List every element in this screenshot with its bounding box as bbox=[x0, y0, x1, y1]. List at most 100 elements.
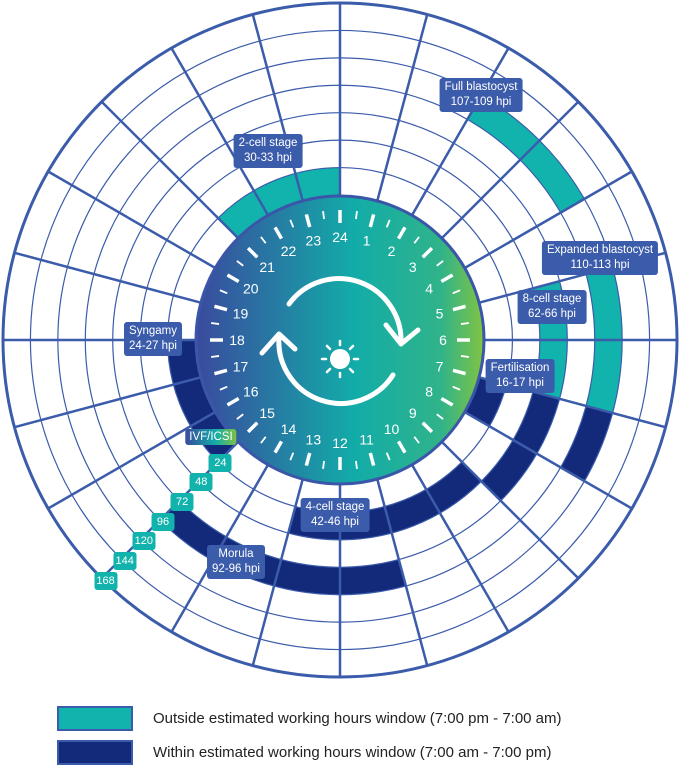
hour-spoke bbox=[464, 411, 633, 510]
legend-swatch-outside bbox=[57, 706, 133, 731]
half-hour-tick bbox=[436, 260, 444, 267]
half-hour-tick bbox=[322, 210, 325, 220]
half-hour-tick bbox=[289, 452, 295, 461]
half-hour-tick bbox=[260, 236, 267, 244]
half-hour-tick bbox=[413, 436, 420, 444]
legend-item-outside: Outside estimated working hours window (… bbox=[57, 706, 562, 731]
hour-spoke bbox=[441, 441, 580, 580]
clock-number: 16 bbox=[243, 384, 259, 400]
clock-number: 13 bbox=[306, 431, 322, 447]
half-hour-tick bbox=[289, 219, 295, 228]
legend-swatch-within bbox=[57, 740, 133, 765]
clock-number: 17 bbox=[233, 359, 249, 375]
half-hour-tick bbox=[436, 413, 444, 420]
event-band-8-cell-stage bbox=[481, 391, 560, 501]
clock-number: 18 bbox=[229, 332, 245, 348]
clock-number: 5 bbox=[436, 305, 444, 321]
clock-number: 14 bbox=[281, 421, 297, 437]
half-hour-tick bbox=[219, 385, 228, 391]
half-hour-tick bbox=[452, 385, 461, 391]
hour-spoke bbox=[14, 251, 201, 304]
clock-number: 20 bbox=[243, 281, 259, 297]
hour-spoke bbox=[464, 170, 633, 269]
clock-number: 22 bbox=[281, 243, 297, 259]
clock-number: 2 bbox=[388, 243, 396, 259]
hour-spoke bbox=[251, 14, 304, 201]
ring-label-96: 96 bbox=[151, 512, 175, 531]
hour-tick bbox=[273, 226, 284, 240]
clock-number: 21 bbox=[259, 259, 275, 275]
half-hour-tick bbox=[260, 436, 267, 444]
hour-tick bbox=[213, 304, 228, 312]
event-band-expanded-blastocyst bbox=[560, 405, 613, 482]
half-hour-tick bbox=[236, 413, 244, 420]
clock-number: 11 bbox=[359, 431, 374, 447]
hour-tick bbox=[304, 452, 312, 467]
half-hour-tick bbox=[460, 355, 470, 358]
clock-number: 7 bbox=[436, 359, 444, 375]
hour-spoke bbox=[14, 376, 201, 429]
hour-tick bbox=[421, 246, 434, 259]
hour-tick bbox=[368, 452, 376, 467]
clock-number: 8 bbox=[425, 384, 433, 400]
clock-number: 4 bbox=[425, 281, 433, 297]
clock-number: 6 bbox=[439, 332, 447, 348]
half-hour-tick bbox=[355, 210, 358, 220]
half-hour-tick bbox=[219, 289, 228, 295]
half-hour-tick bbox=[413, 236, 420, 244]
clock-number: 24 bbox=[332, 229, 348, 245]
hour-tick bbox=[396, 440, 407, 454]
ring-label-48: 48 bbox=[189, 473, 213, 492]
hour-tick bbox=[213, 368, 228, 376]
event-band-2-cell-stage bbox=[218, 167, 340, 238]
clock-number: 12 bbox=[332, 435, 348, 451]
hour-spoke bbox=[251, 479, 304, 666]
half-hour-tick bbox=[460, 322, 470, 325]
hour-spoke bbox=[441, 100, 580, 239]
hour-tick bbox=[226, 273, 240, 284]
half-hour-tick bbox=[385, 219, 391, 228]
ring-label-144: 144 bbox=[113, 552, 137, 571]
legend-label-within: Within estimated working hours window (7… bbox=[153, 744, 552, 761]
day-night-cycle-icon bbox=[259, 276, 421, 406]
half-hour-tick bbox=[385, 452, 391, 461]
clock-number: 10 bbox=[384, 421, 400, 437]
ivf-icsi-label: IVF/ICSI bbox=[185, 429, 237, 445]
clock-number: 19 bbox=[233, 305, 249, 321]
hour-spoke bbox=[100, 100, 239, 239]
hour-tick bbox=[368, 213, 376, 228]
ring-label-120: 120 bbox=[132, 532, 156, 551]
hour-tick bbox=[440, 273, 454, 284]
hour-spoke bbox=[47, 170, 216, 269]
hour-tick bbox=[273, 440, 284, 454]
hour-tick bbox=[396, 226, 407, 240]
half-hour-tick bbox=[210, 322, 220, 325]
hour-tick bbox=[421, 421, 434, 434]
clock-number: 15 bbox=[259, 405, 275, 421]
hour-tick bbox=[452, 304, 467, 312]
half-hour-tick bbox=[210, 355, 220, 358]
hour-spoke bbox=[411, 464, 510, 633]
ring-label-168: 168 bbox=[94, 571, 118, 590]
hour-tick bbox=[440, 396, 454, 407]
half-hour-tick bbox=[236, 260, 244, 267]
ring-label-72: 72 bbox=[170, 493, 194, 512]
sun-icon bbox=[320, 339, 360, 379]
ring-label-24: 24 bbox=[208, 453, 232, 472]
half-hour-tick bbox=[452, 289, 461, 295]
legend-item-within: Within estimated working hours window (7… bbox=[57, 740, 552, 765]
hour-spoke bbox=[411, 47, 510, 216]
hour-tick bbox=[304, 213, 312, 228]
hour-tick bbox=[246, 246, 259, 259]
hour-tick bbox=[226, 396, 240, 407]
hour-spoke bbox=[170, 47, 269, 216]
event-band-morula bbox=[159, 500, 406, 595]
half-hour-tick bbox=[355, 460, 358, 470]
